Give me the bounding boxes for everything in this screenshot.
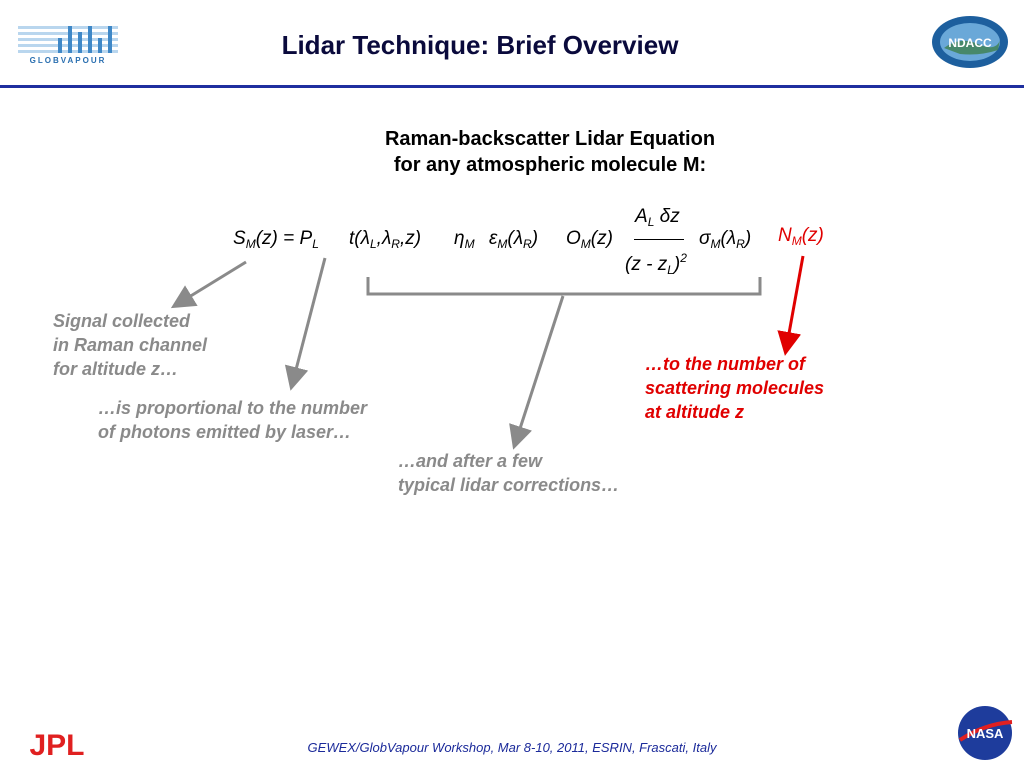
equation-eta-term: ηM — [454, 228, 475, 251]
ndacc-logo: NDACC — [932, 16, 1008, 68]
equation-epsilon-term: εM(λR) — [489, 228, 539, 251]
equation-fraction-denominator: (z - zL)2 — [625, 251, 687, 277]
globvapour-logo-text: GLOBVAPOUR — [30, 56, 107, 65]
nasa-logo: NASA — [958, 706, 1013, 760]
arrow-corrections — [509, 295, 565, 450]
jpl-logo-text: JPL — [29, 729, 84, 760]
arrow-signal — [170, 260, 247, 309]
equation-cross-section-term: σM(λR) — [699, 228, 752, 251]
note-corrections: …and after a few typical lidar correctio… — [398, 451, 620, 495]
arrow-photons — [284, 257, 327, 391]
heading-line-2: for any atmospheric molecule M: — [393, 154, 707, 176]
note-signal: Signal collected in Raman channel for al… — [53, 311, 208, 379]
equation-transmission-term: t(λL,λR,z) — [349, 228, 422, 251]
nasa-logo-text: NASA — [967, 726, 1004, 741]
arrow-molecules — [777, 255, 805, 356]
corrections-bracket — [366, 277, 762, 296]
equation-lhs: SM(z) = PL — [233, 228, 319, 251]
jpl-logo: JPL — [18, 726, 96, 762]
header-divider — [0, 85, 1024, 88]
equation-fraction-bar — [634, 239, 684, 240]
footer-citation: GEWEX/GlobVapour Workshop, Mar 8-10, 201… — [307, 740, 717, 755]
heading-line-1: Raman-backscatter Lidar Equation — [384, 128, 716, 150]
equation-fraction-numerator: AL δz — [635, 206, 680, 229]
note-photons: …is proportional to the number of photon… — [98, 398, 367, 442]
page-title: Lidar Technique: Brief Overview — [281, 30, 679, 60]
equation-number-density-term: NM(z) — [778, 225, 824, 248]
globvapour-logo: GLOBVAPOUR — [18, 26, 118, 65]
equation-heading: Raman-backscatter Lidar Equation for any… — [280, 126, 820, 178]
equation-overlap-term: OM(z) — [566, 228, 613, 251]
jpl-logo-mark: JPL — [29, 729, 84, 762]
ndacc-logo-text: NDACC — [948, 36, 992, 50]
note-molecules: …to the number of scattering molecules a… — [645, 354, 825, 422]
